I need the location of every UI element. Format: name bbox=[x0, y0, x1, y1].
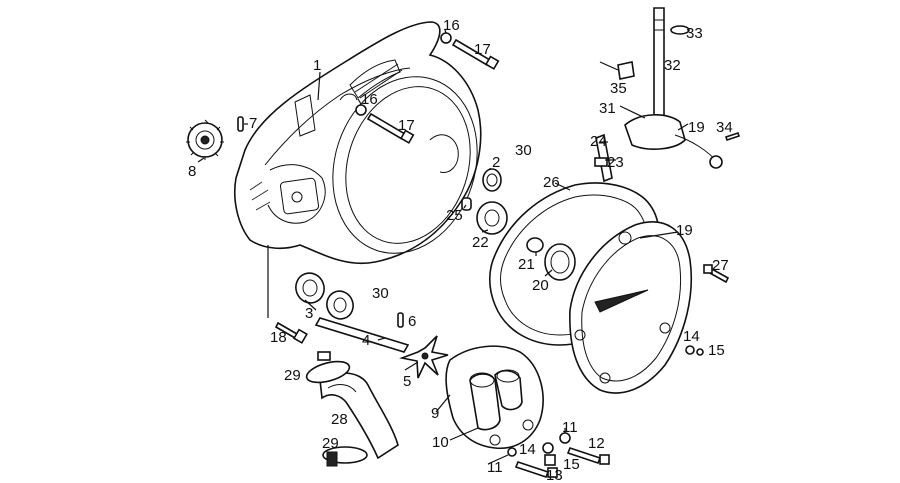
pump-shaft bbox=[314, 317, 410, 353]
callout-28: 28 bbox=[331, 411, 348, 428]
callout-19-upper: 19 bbox=[688, 119, 705, 136]
impeller bbox=[399, 335, 449, 379]
callout-18: 18 bbox=[270, 329, 287, 346]
callout-16-lower: 16 bbox=[361, 91, 378, 108]
callout-30-upper: 30 bbox=[515, 142, 532, 159]
right-side-cover bbox=[569, 221, 693, 394]
callout-22: 22 bbox=[472, 234, 489, 251]
hose-clamp-lower bbox=[322, 446, 368, 467]
callout-34: 34 bbox=[716, 119, 733, 136]
callout-10: 10 bbox=[432, 434, 449, 451]
callout-6: 6 bbox=[408, 313, 416, 330]
callout-5: 5 bbox=[403, 373, 411, 390]
hose-fitting bbox=[594, 133, 613, 183]
sprocket-gear bbox=[186, 119, 224, 160]
callout-17-upper: 17 bbox=[474, 41, 491, 58]
callout-33: 33 bbox=[686, 25, 703, 42]
seal-ring-2 bbox=[482, 168, 502, 192]
oil-seal bbox=[544, 243, 576, 281]
plug-25 bbox=[461, 197, 472, 211]
callout-1: 1 bbox=[313, 57, 321, 74]
callout-3: 3 bbox=[305, 305, 313, 322]
shaft-pin bbox=[397, 312, 404, 328]
callout-23: 23 bbox=[607, 154, 624, 171]
callout-11-right: 11 bbox=[562, 419, 578, 436]
callout-labels: 1 2 30 3 30 4 5 6 7 8 9 10 11 11 12 13 1… bbox=[188, 17, 733, 483]
washer-screw-14-15 bbox=[685, 345, 704, 356]
callout-15-right: 15 bbox=[708, 342, 725, 359]
callout-12: 12 bbox=[588, 435, 605, 452]
callout-14-lower: 14 bbox=[519, 441, 536, 458]
callout-26: 26 bbox=[543, 174, 560, 191]
engine-side-cover bbox=[233, 21, 482, 265]
callout-31: 31 bbox=[599, 100, 616, 117]
callout-29-lower: 29 bbox=[322, 435, 339, 452]
callout-4: 4 bbox=[362, 332, 370, 349]
callout-19-lower: 19 bbox=[676, 222, 693, 239]
bearing-pair bbox=[295, 272, 354, 320]
callout-15-lower: 15 bbox=[563, 456, 580, 473]
callout-30-lower: 30 bbox=[372, 285, 389, 302]
bolt-17-upper bbox=[440, 32, 500, 70]
callout-14-right: 14 bbox=[683, 328, 700, 345]
callout-25: 25 bbox=[446, 207, 463, 224]
callout-7: 7 bbox=[249, 115, 257, 132]
callout-17-lower: 17 bbox=[398, 117, 415, 134]
dowel-pin bbox=[237, 116, 244, 132]
bolt-17-lower bbox=[355, 104, 415, 144]
callout-35: 35 bbox=[610, 80, 627, 97]
bearing-22 bbox=[476, 201, 508, 235]
bolt-27 bbox=[703, 264, 730, 284]
callout-24: 24 bbox=[590, 133, 607, 150]
hose-clamp-upper bbox=[305, 351, 351, 384]
leader-lines bbox=[197, 29, 689, 465]
callout-21: 21 bbox=[518, 256, 535, 273]
pin-34 bbox=[724, 131, 741, 142]
callout-29-upper: 29 bbox=[284, 367, 301, 384]
callout-13: 13 bbox=[546, 467, 563, 483]
bushing-35 bbox=[617, 61, 635, 80]
pump-housing bbox=[445, 345, 544, 449]
callout-27: 27 bbox=[712, 257, 729, 274]
callout-2: 2 bbox=[492, 154, 500, 171]
callout-11-left: 11 bbox=[487, 459, 503, 476]
callout-32: 32 bbox=[664, 57, 681, 74]
callout-9: 9 bbox=[431, 405, 439, 422]
callout-20: 20 bbox=[532, 277, 549, 294]
kickstart-shaft bbox=[624, 7, 723, 169]
callout-16-upper: 16 bbox=[443, 17, 460, 34]
screw-18 bbox=[274, 321, 308, 344]
pump-fasteners bbox=[507, 432, 610, 478]
small-bushing bbox=[526, 237, 544, 253]
callout-8: 8 bbox=[188, 163, 196, 180]
coolant-hose bbox=[319, 372, 399, 460]
circlip-33 bbox=[670, 25, 690, 35]
